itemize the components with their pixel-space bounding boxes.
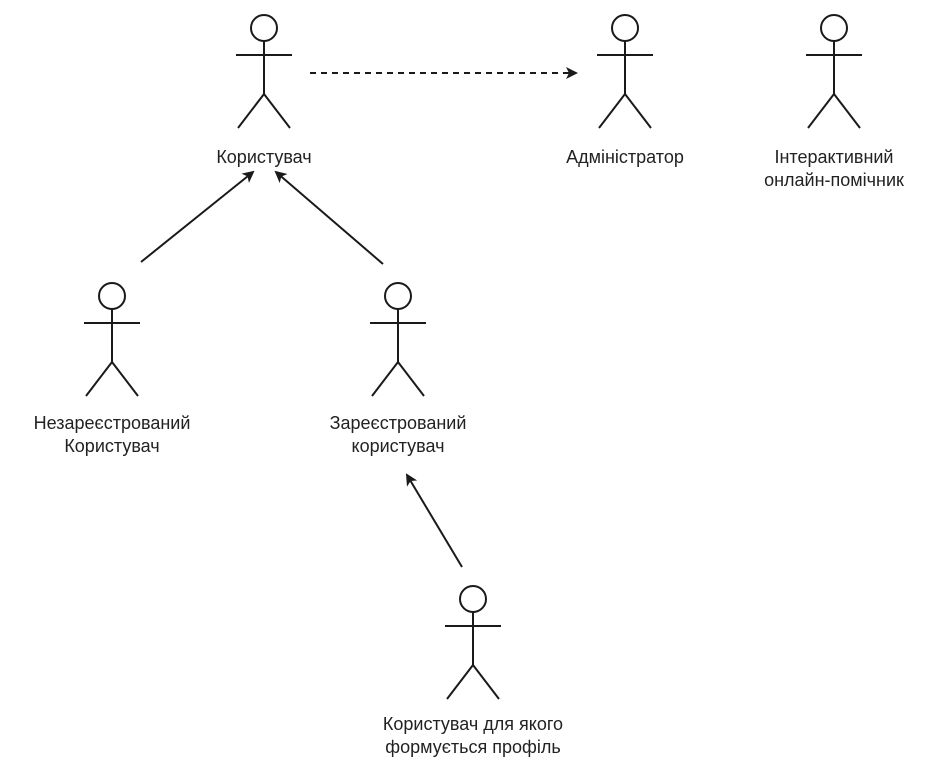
stick-figure-icon (84, 282, 140, 397)
actor-label-line: Адміністратор (566, 147, 684, 167)
actor-label: Користувач (144, 146, 384, 169)
actor-label: Адміністратор (505, 146, 745, 169)
actor-label-line: Незареєстрований (33, 413, 191, 433)
stick-figure-icon (236, 14, 292, 129)
stick-figure-icon (370, 282, 426, 397)
arrow-unregistered-to-user (140, 170, 255, 263)
actor-label-line: онлайн-помічник (764, 170, 904, 190)
arrow-profiled-to-registered (405, 473, 463, 568)
stick-figure-icon (806, 14, 862, 129)
actor-label: Інтерактивний онлайн-помічник (714, 146, 926, 192)
actor-label: Незареєстрований Користувач (0, 412, 232, 458)
stick-figure-icon (597, 14, 653, 129)
actor-label: Зареєстрований користувач (278, 412, 518, 458)
actor-label: Користувач для якого формується профіль (353, 713, 593, 759)
actor-label-line: користувач (351, 436, 445, 456)
actor-label-line: Інтерактивний (774, 147, 894, 167)
actor-label-line: Користувач (64, 436, 160, 456)
actor-label-line: формується профіль (385, 737, 561, 757)
actor-label-line: Користувач для якого (382, 714, 564, 734)
actor-label-line: Зареєстрований (329, 413, 467, 433)
actor-label-line: Користувач (216, 147, 312, 167)
stick-figure-icon (445, 585, 501, 700)
arrow-registered-to-user (274, 170, 384, 265)
